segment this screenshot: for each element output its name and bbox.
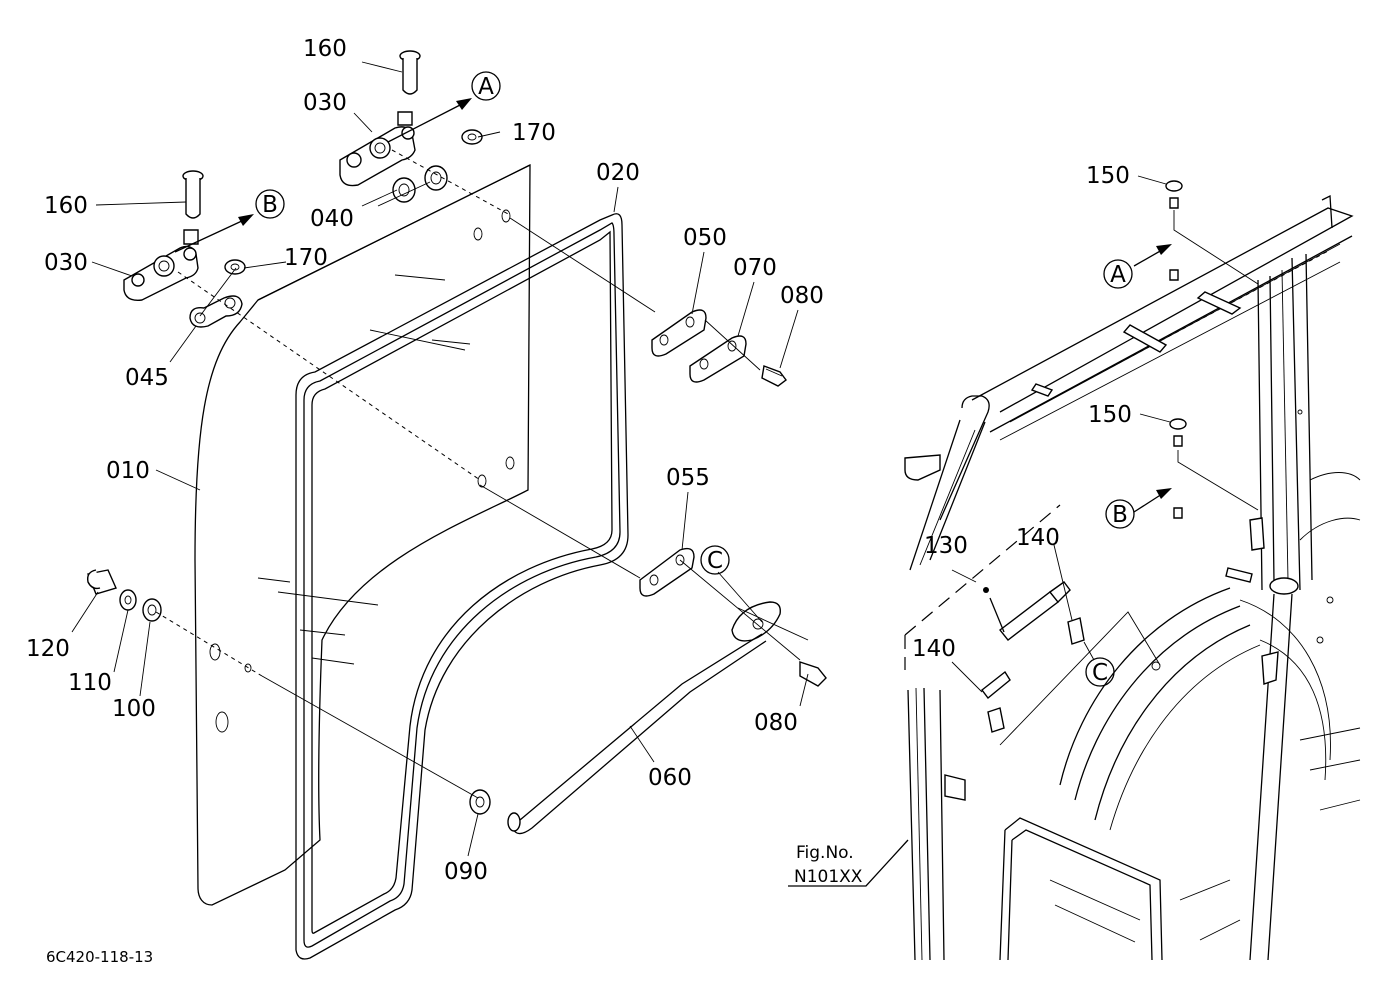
cab-frame (904, 194, 1361, 961)
callout-labels: 160 030 170 040 020 160 030 170 045 050 … (26, 36, 1132, 885)
callout-080-upper: 080 (780, 283, 824, 309)
pin-160-lower (182, 170, 204, 219)
fig-ref-number: N101XX (794, 867, 863, 887)
fig-ref-leader (788, 839, 909, 887)
callout-170-lower: 170 (284, 245, 328, 271)
callout-170-upper: 170 (512, 120, 556, 146)
svg-text:C: C (1092, 660, 1108, 686)
washer-170-upper (461, 129, 483, 145)
callout-140-lower: 140 (912, 636, 956, 662)
plate-070 (689, 335, 747, 383)
bolt-080-lower (799, 661, 827, 687)
callout-055: 055 (666, 465, 710, 491)
callout-160-lower: 160 (44, 193, 88, 219)
plate-050 (651, 309, 707, 357)
marker-b-right: B (1105, 499, 1135, 529)
svg-text:C: C (707, 548, 723, 574)
svg-text:B: B (262, 192, 278, 218)
door-seal-020 (295, 213, 629, 960)
plate-055 (639, 547, 695, 597)
callout-100: 100 (112, 696, 156, 722)
stay-rod-060 (507, 601, 781, 835)
hinge-lower-030 (123, 229, 199, 301)
callout-150-upper: 150 (1086, 163, 1130, 189)
callout-045: 045 (125, 365, 169, 391)
callout-120: 120 (26, 636, 70, 662)
gas-stay-group-130 (904, 504, 1161, 746)
marker-a-right: A (1103, 259, 1133, 289)
callout-070: 070 (733, 255, 777, 281)
svg-text:B: B (1112, 502, 1128, 528)
arrows-left (174, 98, 472, 253)
svg-text:A: A (1110, 262, 1126, 288)
lock-assembly (86, 569, 162, 622)
pin-160-upper (399, 50, 421, 95)
callout-130: 130 (924, 533, 968, 559)
svg-text:A: A (478, 74, 494, 100)
right-markers-geometry (1133, 175, 1259, 519)
callout-050: 050 (683, 225, 727, 251)
callout-150-lower: 150 (1088, 402, 1132, 428)
callout-060: 060 (648, 765, 692, 791)
assembly-lines (155, 149, 801, 799)
fig-ref-label: Fig.No. (796, 843, 854, 863)
marker-c-right: C (1085, 657, 1115, 687)
callout-020: 020 (596, 160, 640, 186)
hinge-upper-030 (339, 111, 416, 187)
callout-090: 090 (444, 859, 488, 885)
marker-c-left: C (700, 545, 730, 575)
callout-030-lower: 030 (44, 250, 88, 276)
leaders-left (71, 61, 809, 857)
callout-030-upper: 030 (303, 90, 347, 116)
callout-160-upper: 160 (303, 36, 347, 62)
callout-080-lower: 080 (754, 710, 798, 736)
reference-markers: A B C A B C (255, 71, 1135, 687)
callout-110: 110 (68, 670, 112, 696)
door-glass-010 (194, 163, 531, 906)
washer-090 (469, 789, 491, 815)
drawing-code: 6C420-118-13 (46, 948, 153, 966)
bracket-045 (189, 295, 243, 328)
marker-b-left: B (255, 189, 285, 219)
washer-170-lower (224, 259, 246, 275)
callout-010: 010 (106, 458, 150, 484)
bolt-080-upper (761, 365, 787, 387)
callout-140-upper: 140 (1016, 525, 1060, 551)
marker-a-left: A (471, 71, 501, 101)
callout-040: 040 (310, 206, 354, 232)
bushing-040-pair (392, 165, 448, 203)
